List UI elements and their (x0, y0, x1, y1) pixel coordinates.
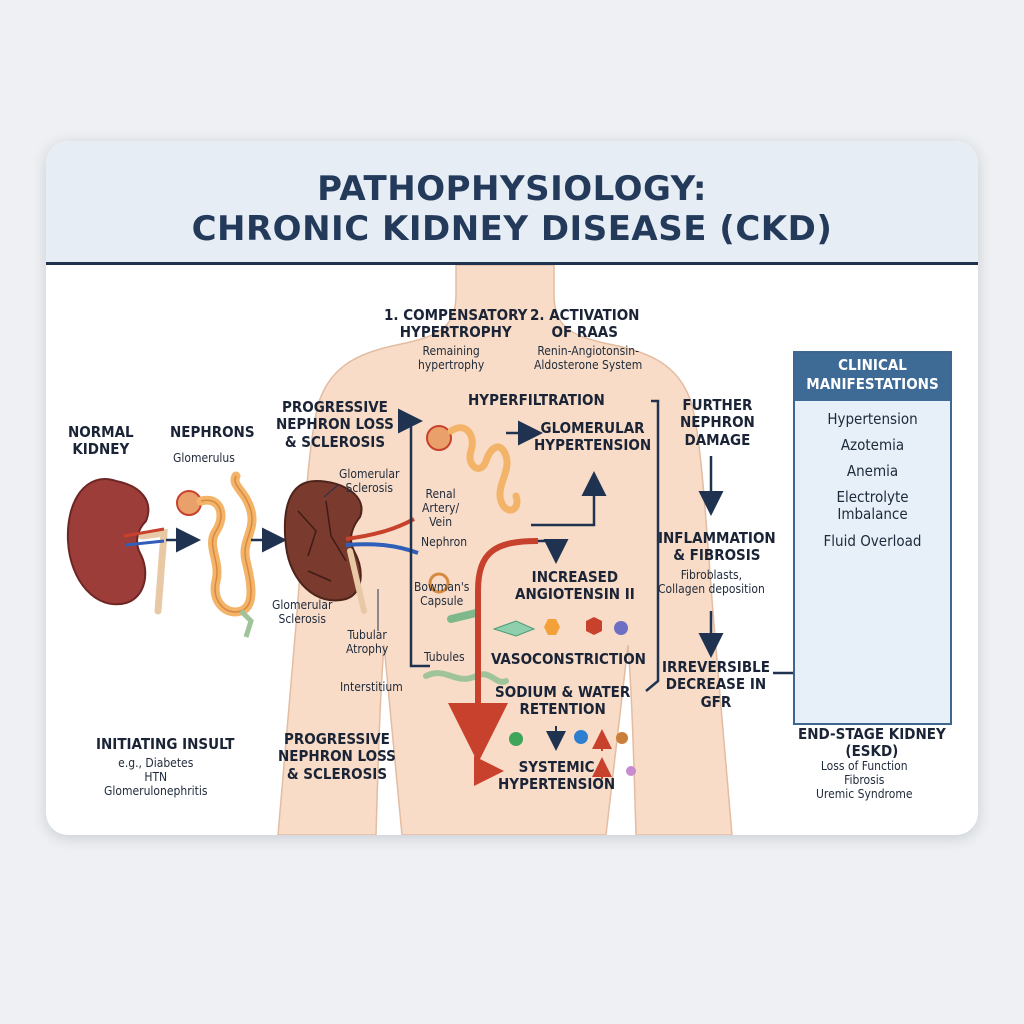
clinical-item: Azotemia (840, 436, 905, 454)
label-raas-sub: Renin-Angiotonsin- Aldosterone System (534, 344, 643, 372)
molecule-icons (492, 617, 636, 776)
label-eskd-title: END-STAGE KIDNEY (ESKD) (798, 725, 946, 761)
label-renal-artery-vein: Renal Artery/ Vein (422, 487, 460, 529)
bowmans-capsule-illustration (428, 572, 450, 594)
hyperfiltration-nephron-illustration (426, 424, 521, 514)
red-arrow-main (448, 538, 539, 763)
title-line-1: PATHOPHYSIOLOGY: (317, 169, 707, 209)
callout-line (323, 484, 339, 498)
label-progressive-bottom: PROGRESSIVE NEPHRON LOSS & SCLEROSIS (278, 730, 396, 783)
title-banner: PATHOPHYSIOLOGY: CHRONIC KIDNEY DISEASE … (46, 141, 978, 265)
label-interstitium: Interstitium (340, 680, 403, 694)
label-compensatory-title: 1. COMPENSATORY HYPERTROPHY (384, 306, 528, 342)
label-initiating-sub: e.g., Diabetes HTN Glomerulonephritis (104, 756, 208, 798)
label-initiating-insult: INITIATING INSULT (96, 735, 235, 753)
label-inflammation: INFLAMMATION & FIBROSIS (658, 529, 776, 565)
nephron-illustration (176, 471, 257, 638)
label-bowmans-capsule: Bowman's Capsule (414, 580, 470, 608)
label-raas-title: 2. ACTIVATION OF RAAS (530, 306, 640, 342)
interstitium-illustration (423, 670, 509, 685)
label-further-damage: FURTHER NEPHRON DAMAGE (680, 396, 755, 449)
normal-kidney-illustration (66, 478, 168, 615)
label-inflammation-sub: Fibroblasts, Collagen deposition (658, 568, 765, 596)
clinical-item: Electrolyte Imbalance (836, 488, 909, 524)
body-silhouette (277, 265, 733, 835)
label-tubules: Tubules (424, 650, 465, 664)
label-nephron: Nephron (421, 535, 468, 549)
arrow-to-hyperfiltration (398, 408, 423, 546)
clinical-item: Anemia (846, 462, 899, 480)
label-irreversible: IRREVERSIBLE DECREASE IN GFR (662, 658, 770, 711)
label-normal-kidney: NORMAL KIDNEY (68, 423, 134, 459)
feedback-loop-line (645, 399, 660, 692)
clinical-item: Hypertension (827, 410, 918, 428)
arrow-to-glomerular-hypertension-loop (531, 471, 607, 527)
title-line-2: CHRONIC KIDNEY DISEASE (CKD) (191, 209, 833, 249)
label-hyperfiltration: HYPERFILTRATION (468, 391, 605, 409)
label-nephrons: NEPHRONS (170, 423, 255, 441)
line-to-interstitium (409, 546, 430, 668)
arrow-to-angiotensin (536, 539, 569, 564)
diagram-card: PATHOPHYSIOLOGY: CHRONIC KIDNEY DISEASE … (46, 141, 978, 835)
label-glomerular-sclerosis-bottom: Glomerular Sclerosis (272, 598, 333, 626)
damaged-kidney-illustration (283, 479, 419, 614)
label-sodium-water: SODIUM & WATER RETENTION (495, 683, 631, 719)
label-systemic-hypertension: SYSTEMIC HYPERTENSION (498, 758, 616, 794)
clinical-manifestations-panel: CLINICAL MANIFESTATIONS Hypertension Azo… (793, 351, 952, 725)
label-eskd-sub: Loss of Function Fibrosis Uremic Syndrom… (816, 759, 913, 801)
clinical-heading: CLINICAL MANIFESTATIONS (795, 353, 950, 401)
label-tubular-atrophy: Tubular Atrophy (346, 628, 389, 656)
label-compensatory-sub: Remaining hypertrophy (418, 344, 485, 372)
label-glomerular-hypertension: GLOMERULAR HYPERTENSION (534, 419, 652, 455)
label-increased-angiotensin: INCREASED ANGIOTENSIN II (515, 568, 635, 604)
clinical-item: Fluid Overload (823, 532, 922, 550)
tubule-cell-illustration (447, 609, 480, 623)
label-glomerular-sclerosis-top: Glomerular Sclerosis (339, 467, 400, 495)
label-glomerulus: Glomerulus (173, 451, 235, 465)
label-progressive-top: PROGRESSIVE NEPHRON LOSS & SCLEROSIS (276, 398, 394, 451)
label-vasoconstriction: VASOCONSTRICTION (491, 650, 646, 668)
